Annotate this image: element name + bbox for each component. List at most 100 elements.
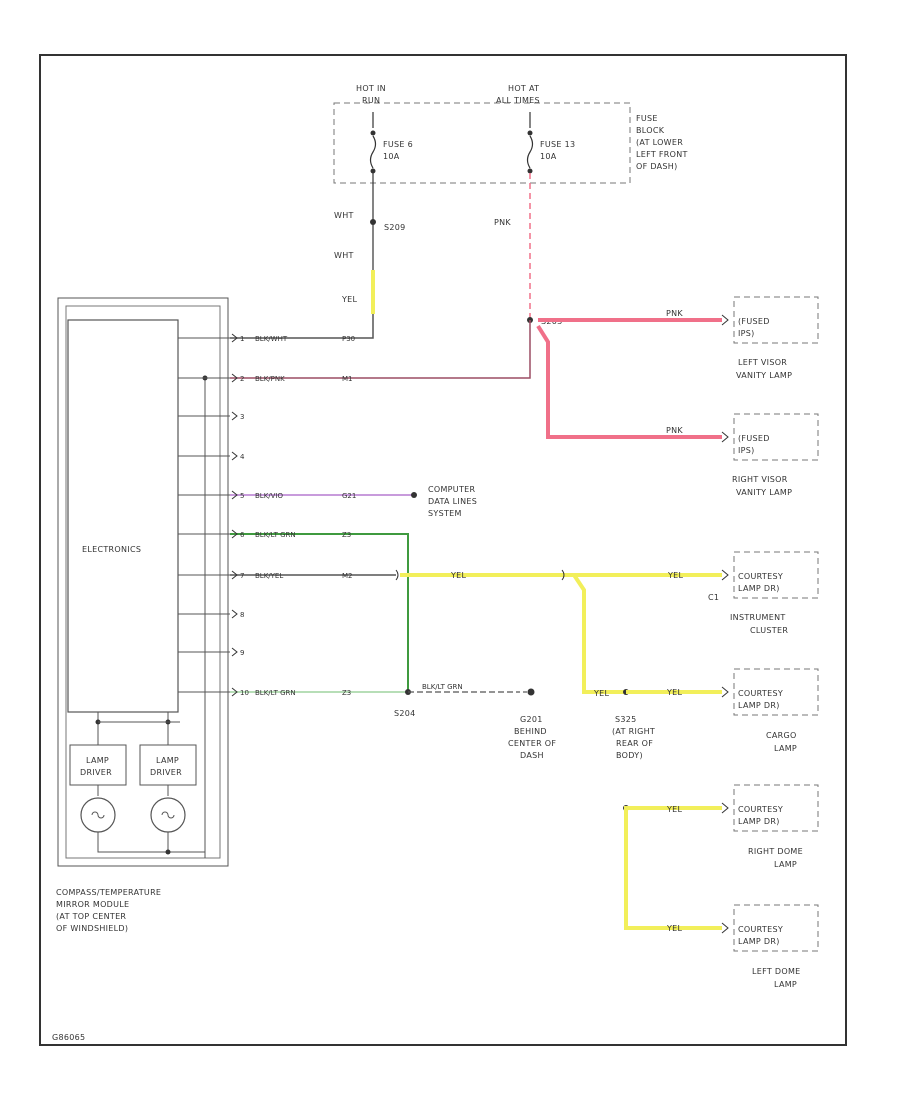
instrument-cluster-lamp	[721, 551, 819, 599]
lamp-driver-2-l2: DRIVER	[150, 768, 182, 777]
pin-wire-label-7: BLK/YEL	[255, 572, 283, 580]
pnk-right2-label: PNK	[666, 426, 683, 435]
fuse-block-loc-1: FUSE	[636, 114, 658, 123]
yel-inst2-label: YEL	[667, 571, 684, 580]
pin-wire-code-10: Z3	[342, 689, 351, 697]
pin-connector-4	[231, 451, 238, 461]
pin-wire-code-5: G21	[342, 492, 356, 500]
yel-label-top: YEL	[341, 295, 358, 304]
inst-name-2: CLUSTER	[750, 626, 788, 635]
right-visor-name-2: VANITY LAMP	[736, 488, 792, 497]
ground-wire-label: BLK/LT GRN	[422, 683, 463, 691]
yel-cargo-label: YEL	[593, 689, 610, 698]
connector-c1-left	[395, 569, 399, 581]
s325-label: S325	[615, 715, 637, 724]
pin-wire-label-1: BLK/WHT	[255, 335, 288, 343]
left-dome-lamp	[721, 904, 819, 952]
mirror-module-outer	[57, 297, 229, 867]
electronics-box	[67, 319, 179, 713]
computer-data-2: DATA LINES	[428, 497, 477, 506]
pin-number-1: 1	[240, 335, 244, 343]
pin-wire-code-1: P30	[342, 335, 355, 343]
module-caption-3: (AT TOP CENTER	[56, 912, 126, 921]
cargo-box-1: COURTESY	[738, 689, 783, 698]
module-caption-4: OF WINDSHIELD)	[56, 924, 128, 933]
wire-z3-upper	[230, 533, 409, 692]
left-visor-name-1: LEFT VISOR	[738, 358, 787, 367]
pin-wire-code-7: M2	[342, 572, 353, 580]
right-dome-box-2: LAMP DR)	[738, 817, 780, 826]
pin-number-8: 8	[240, 611, 244, 619]
wire-yel-cargo	[572, 573, 626, 694]
pin-wire-code-6: Z3	[342, 531, 351, 539]
pin-connector-8	[231, 609, 238, 619]
fuse-6	[369, 112, 377, 222]
fuse-block-loc-4: LEFT FRONT	[636, 150, 688, 159]
wire-m1	[230, 320, 531, 379]
map-lamp-2-icon	[150, 797, 186, 833]
pin-number-6: 6	[240, 531, 245, 539]
left-visor-name-2: VANITY LAMP	[736, 371, 792, 380]
wire-pnk-right-visor	[536, 324, 722, 439]
yel-inst-label: YEL	[450, 571, 467, 580]
yel-dome1-label: YEL	[666, 805, 683, 814]
s325-loc-1: (AT RIGHT	[612, 727, 655, 736]
pin-connector-6	[231, 529, 238, 539]
lamp-driver-1	[69, 744, 127, 786]
s209-label: S209	[384, 223, 406, 232]
left-visor-box-1: (FUSED	[738, 317, 770, 326]
cargo-lamp	[721, 668, 819, 716]
pin-number-10: 10	[240, 689, 249, 697]
lamp-driver-1-l2: DRIVER	[80, 768, 112, 777]
pin-wire-code-2: M1	[342, 375, 353, 383]
fuse-block-loc-3: (AT LOWER	[636, 138, 683, 147]
hot-at-all-times-line1: HOT AT	[508, 84, 539, 93]
pin-connector-5	[231, 490, 238, 500]
pin-connector-7	[231, 570, 238, 580]
pin-number-5: 5	[240, 492, 244, 500]
pnk-fuse-label: PNK	[494, 218, 511, 227]
fuse-13-label-1: FUSE 13	[540, 140, 575, 149]
pin-wire-label-5: BLK/VIO	[255, 492, 284, 500]
pnk-right1-label: PNK	[666, 309, 683, 318]
wht-label-top: WHT	[334, 211, 354, 220]
left-visor-lamp	[721, 296, 819, 344]
computer-data-terminal	[411, 492, 417, 498]
right-visor-name-1: RIGHT VISOR	[732, 475, 788, 484]
right-dome-box-1: COURTESY	[738, 805, 783, 814]
lamp-driver-2	[139, 744, 197, 786]
g201-4: DASH	[520, 751, 544, 760]
right-dome-name-1: RIGHT DOME	[748, 847, 803, 856]
pin-connector-9	[231, 647, 238, 657]
left-dome-box-2: LAMP DR)	[738, 937, 780, 946]
fuse-13	[526, 112, 534, 174]
pin-number-4: 4	[240, 453, 245, 461]
pin-connector-10	[231, 687, 238, 697]
s325-loc-3: BODY)	[616, 751, 643, 760]
hot-in-run-line2: RUN	[362, 96, 380, 105]
wht-label-mid: WHT	[334, 251, 354, 260]
right-dome-name-2: LAMP	[774, 860, 797, 869]
inst-name-1: INSTRUMENT	[730, 613, 786, 622]
computer-data-3: SYSTEM	[428, 509, 462, 518]
cargo-name-1: CARGO	[766, 731, 797, 740]
right-visor-box-1: (FUSED	[738, 434, 770, 443]
left-dome-name-1: LEFT DOME	[752, 967, 801, 976]
connector-mid	[561, 569, 565, 581]
pin-wire-label-10: BLK/LT GRN	[255, 689, 296, 697]
yel-dome2-label: YEL	[666, 924, 683, 933]
right-visor-box-2: IPS)	[738, 446, 755, 455]
lamp-ground-bus	[97, 832, 205, 853]
map-lamp-1-icon	[80, 797, 116, 833]
mirror-module-inner	[65, 305, 221, 859]
module-caption-1: COMPASS/TEMPERATURE	[56, 888, 161, 897]
hot-at-all-times-line2: ALL TIMES	[496, 96, 540, 105]
pin-wire-label-6: BLK/LT GRN	[255, 531, 296, 539]
ground-g201	[523, 688, 535, 696]
g201-3: CENTER OF	[508, 739, 556, 748]
g201-2: BEHIND	[514, 727, 547, 736]
pin-connector-2	[231, 373, 238, 383]
lamp-driver-2-l1: LAMP	[156, 756, 179, 765]
right-dome-lamp	[721, 784, 819, 832]
